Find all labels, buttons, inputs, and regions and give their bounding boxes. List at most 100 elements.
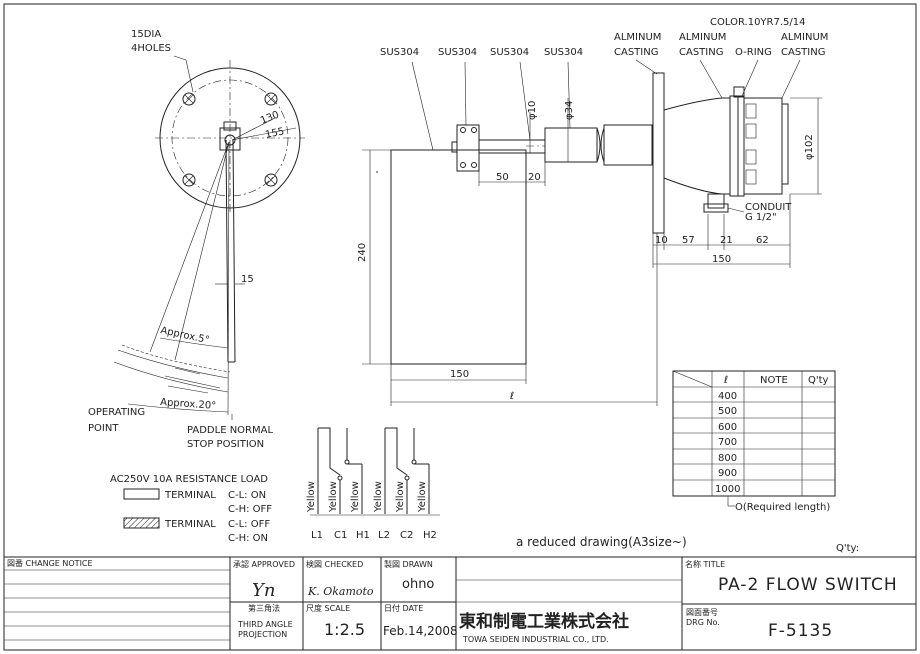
dim-phi102: φ102: [804, 134, 815, 160]
company-name-en: TOWA SEIDEN INDUSTRIAL CO., LTD.: [462, 635, 609, 644]
alminum-casting-1a: ALMINUM: [614, 32, 661, 43]
approved-label: 承認 APPROVED: [233, 559, 295, 569]
terminal-label-2: TERMINAL: [164, 519, 216, 530]
title-label: 名称 TITLE: [685, 559, 725, 569]
wire-color-h2: Yellow: [417, 481, 428, 513]
dim-phi34: φ34: [564, 101, 575, 120]
dim-21: 21: [720, 235, 733, 246]
alminum-casting-2b: CASTING: [679, 47, 723, 58]
holes-count-label: 4HOLES: [131, 43, 171, 54]
wire-color-l2: Yellow: [373, 481, 384, 513]
conduit-size-label: G 1/2": [745, 212, 777, 223]
projection-line-1: THIRD ANGLE: [237, 620, 293, 629]
terminal-l1: L1: [311, 530, 323, 541]
length-500: 500: [718, 406, 737, 417]
length-600: 600: [718, 422, 737, 433]
drawing-title: PA-2 FLOW SWITCH: [718, 575, 898, 595]
paddle-normal-label-1: PADDLE NORMAL: [187, 425, 273, 436]
projection-line-2: PROJECTION: [238, 630, 287, 639]
wire-color-c1: Yellow: [328, 481, 339, 513]
conduit-label: CONDUIT: [745, 202, 792, 213]
terminal1-ch: C-H: OFF: [228, 504, 272, 515]
dim-240: 240: [357, 243, 368, 262]
mat-label-3: SUS304: [490, 47, 529, 58]
length-700: 700: [718, 437, 737, 448]
terminal-c2: C2: [400, 530, 413, 541]
length-900: 900: [718, 468, 737, 479]
checked-label: 検図 CHECKED: [306, 559, 363, 569]
dim-57: 57: [682, 235, 695, 246]
holes-dia-label: 15DIA: [131, 29, 161, 40]
date-value: Feb.14,2008: [383, 624, 458, 638]
dim-10: 10: [655, 235, 668, 246]
color-spec-label: COLOR.10YR7.5/14: [710, 17, 806, 28]
wire-color-l1: Yellow: [306, 481, 317, 513]
drawing-number: F-5135: [768, 621, 833, 641]
dim-150-paddle: 150: [450, 369, 469, 380]
length-table: [672, 370, 836, 507]
table-header-note: NOTE: [760, 375, 788, 386]
length-800: 800: [718, 453, 737, 464]
required-length-note: O(Required length): [735, 502, 830, 513]
dim-150-overall: 150: [712, 254, 731, 265]
mat-label-4: SUS304: [544, 47, 583, 58]
scale-value: 1:2.5: [324, 620, 365, 639]
projection-jp: 第三角法: [248, 603, 280, 613]
wiring-diagram: [310, 427, 440, 516]
dim-15: 15: [241, 274, 254, 285]
load-heading: AC250V 10A RESISTANCE LOAD: [110, 474, 268, 485]
flow-switch-side-view: [362, 59, 822, 406]
mat-label-2: SUS304: [438, 47, 477, 58]
approved-signature: Yn: [252, 580, 275, 601]
operating-point-label-1: OPERATING: [88, 407, 145, 418]
approx-5-label: Approx.5°: [159, 325, 210, 346]
terminal2-ch: C-H: ON: [228, 533, 268, 544]
terminal-c1: C1: [334, 530, 347, 541]
drawn-label: 製図 DRAWN: [384, 559, 433, 569]
scale-label: 尺度 SCALE: [306, 603, 350, 613]
drg-label: DRG No.: [686, 618, 720, 627]
change-notice-label: 図番 CHANGE NOTICE: [7, 558, 93, 568]
terminal-symbol-plain: [123, 488, 160, 500]
date-label: 日付 DATE: [384, 603, 423, 613]
dim-130: 130: [259, 109, 281, 126]
qty-label: Q'ty:: [836, 543, 859, 554]
terminal-l2: L2: [378, 530, 390, 541]
terminal-symbol-hatched: [123, 517, 160, 529]
wire-color-h1: Yellow: [350, 481, 361, 513]
table-header-qty: Q'ty: [808, 375, 829, 386]
o-ring-label: O-RING: [735, 47, 772, 58]
length-1000: 1000: [715, 484, 740, 495]
approx-20-label: Approx.20°: [160, 397, 217, 412]
reduced-drawing-note: a reduced drawing(A3size~): [516, 535, 687, 549]
flange-top-view: [113, 55, 305, 420]
dim-50: 50: [496, 172, 509, 183]
company-name-jp: 東和制電工業株式会社: [459, 611, 629, 632]
dim-155: 155: [264, 126, 285, 141]
terminal-h1: H1: [356, 530, 370, 541]
dim-l: ℓ: [510, 391, 514, 402]
terminal2-cl: C-L: OFF: [228, 519, 270, 530]
sheet-border: [3, 3, 917, 651]
terminal1-cl: C-L: ON: [228, 490, 266, 501]
length-400: 400: [718, 391, 737, 402]
dim-62: 62: [756, 235, 769, 246]
dim-20: 20: [528, 172, 541, 183]
mat-label-1: SUS304: [380, 47, 419, 58]
dim-phi10: φ10: [527, 101, 538, 120]
alminum-casting-2a: ALMINUM: [679, 32, 726, 43]
wire-color-c2: Yellow: [395, 481, 406, 513]
paddle-normal-label-2: STOP POSITION: [187, 439, 264, 450]
title-block: [4, 556, 916, 650]
alminum-casting-3b: CASTING: [781, 47, 825, 58]
drawn-by: ohno: [402, 577, 434, 592]
alminum-casting-3a: ALMINUM: [781, 32, 828, 43]
drg-label-jp: 図面番号: [686, 607, 718, 617]
alminum-casting-1b: CASTING: [614, 47, 658, 58]
terminal-h2: H2: [423, 530, 437, 541]
table-header-l: ℓ: [724, 375, 728, 386]
operating-point-label-2: POINT: [88, 423, 119, 434]
terminal-label-1: TERMINAL: [164, 490, 216, 501]
checked-signature: K. Okamoto: [307, 585, 374, 598]
